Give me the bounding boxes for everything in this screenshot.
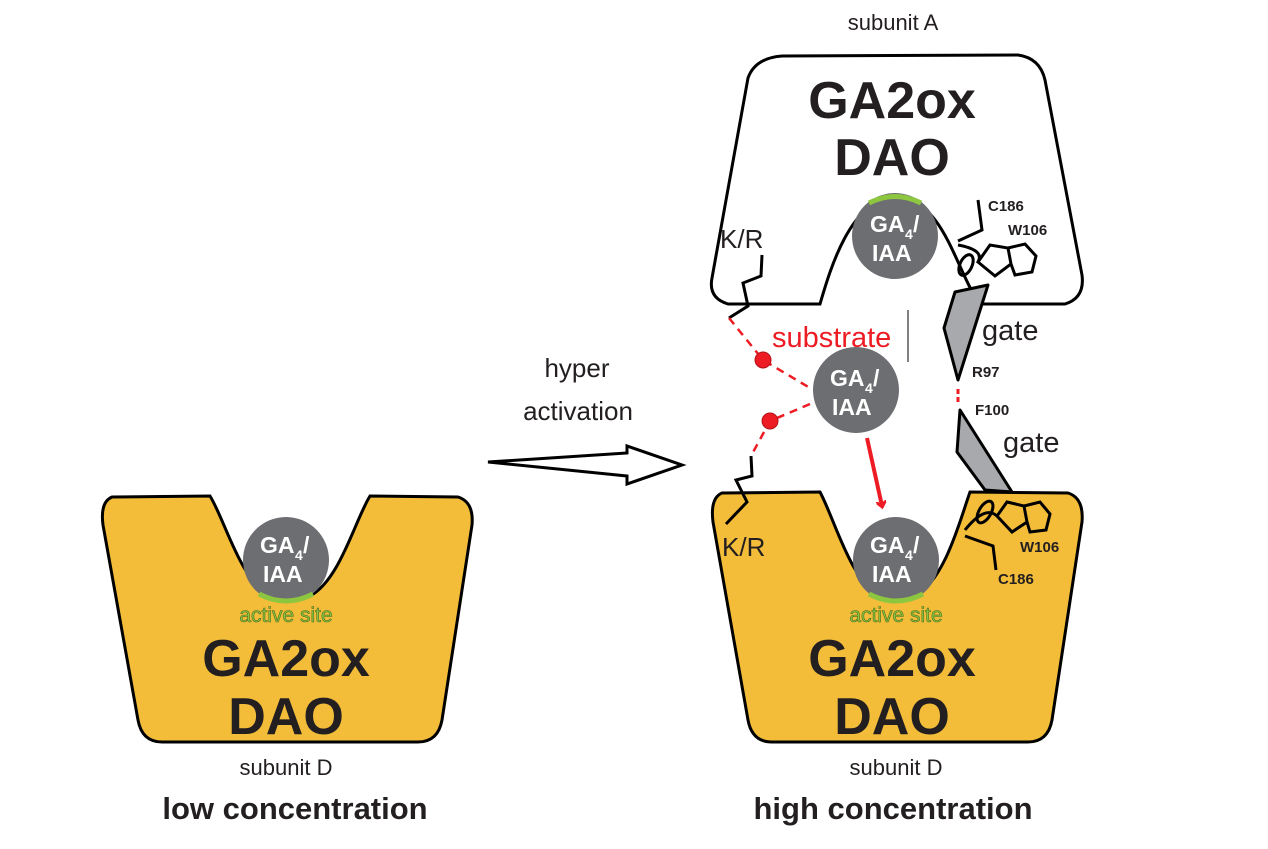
subunit-A-residue-c186: C186 bbox=[988, 198, 1024, 215]
subunit-D-ligand-subscript: 4 bbox=[905, 547, 913, 563]
subunit-D-ligand-iaa: IAA bbox=[872, 561, 912, 587]
subunit-A-name-dao: DAO bbox=[834, 129, 950, 187]
substrate-entry-arrow-icon bbox=[865, 437, 882, 506]
subunit-A-active-site-arc bbox=[867, 194, 923, 206]
left-ligand-subscript: 4 bbox=[295, 547, 303, 563]
subunit-A-trp-ring-icon bbox=[957, 242, 1038, 278]
subunit-A-gate-shape bbox=[942, 283, 990, 382]
left-ligand-slash: / bbox=[303, 532, 310, 558]
subunit-D-kr-sidechain bbox=[724, 455, 754, 526]
subunit-D-trp-ring-icon bbox=[963, 499, 1052, 534]
subunit-D-name-dao: DAO bbox=[834, 688, 950, 746]
left-ligand-circle bbox=[243, 517, 329, 603]
left-ligand-iaa: IAA bbox=[263, 561, 303, 587]
subunit-D-ligand-ga: GA bbox=[870, 532, 905, 558]
subunit-D-ligand-circle bbox=[853, 517, 939, 603]
transition-label-activation: activation bbox=[523, 396, 633, 426]
subunit-A-residue-kr: K/R bbox=[720, 224, 763, 254]
subunit-D-active-site-label: active site bbox=[849, 604, 942, 627]
free-substrate: substrate GA 4 / IAA bbox=[728, 310, 960, 506]
subunit-A-gate-label: gate bbox=[982, 315, 1038, 347]
right-condition-label: high concentration bbox=[754, 791, 1033, 826]
subunit-A-ligand-ga: GA bbox=[870, 211, 905, 237]
left-enzyme-name-dao: DAO bbox=[228, 688, 344, 746]
subunit-A-residue-r97: R97 bbox=[972, 364, 1000, 381]
transition-label-hyper: hyper bbox=[544, 353, 609, 383]
subunit-D-ligand-slash: / bbox=[913, 532, 920, 558]
left-subunit-label: subunit D bbox=[240, 755, 333, 780]
interaction-dash-bottom bbox=[749, 402, 811, 457]
left-active-site-label: active site bbox=[239, 604, 332, 627]
interaction-node-top bbox=[754, 351, 772, 369]
substrate-ligand-circle bbox=[813, 347, 899, 433]
subunit-D-active-site-arc bbox=[867, 591, 925, 604]
subunit-A-label: subunit A bbox=[848, 10, 939, 35]
subunit-A-ligand-circle bbox=[852, 193, 938, 279]
left-ligand-ga: GA bbox=[260, 532, 295, 558]
substrate-ligand-slash: / bbox=[873, 365, 880, 391]
subunit-A-ligand-iaa: IAA bbox=[872, 240, 912, 266]
subunit-A-residue-w106: W106 bbox=[1008, 222, 1047, 239]
subunit-A-ligand-slash: / bbox=[913, 211, 920, 237]
subunit-D-gate-shape bbox=[955, 408, 1014, 494]
subunit-D-residue-w106: W106 bbox=[1020, 539, 1059, 556]
subunit-D-gate-label: gate bbox=[1003, 427, 1059, 459]
subunit-A-ligand-subscript: 4 bbox=[905, 226, 913, 242]
right-subunit-D: K/R gate F100 W106 C186 GA 4 / IAA activ… bbox=[710, 402, 1084, 746]
hyper-activation-arrow-icon bbox=[487, 443, 687, 487]
substrate-label: substrate bbox=[772, 322, 891, 354]
subunit-A-cys-sidechain bbox=[957, 199, 984, 243]
subunit-D-residue-kr: K/R bbox=[722, 532, 765, 562]
left-enzyme-name-ga2ox: GA2ox bbox=[202, 630, 370, 688]
left-subunit-D: GA 4 / IAA active site GA2ox DAO bbox=[100, 494, 474, 746]
interaction-node-bottom bbox=[761, 412, 779, 430]
subunit-A-name-ga2ox: GA2ox bbox=[808, 72, 976, 130]
substrate-ligand-ga: GA bbox=[830, 365, 865, 391]
interaction-dash-top bbox=[728, 317, 811, 390]
subunit-D-residue-c186: C186 bbox=[998, 571, 1034, 588]
substrate-ligand-iaa: IAA bbox=[832, 394, 872, 420]
right-subunit-A: GA2ox DAO GA 4 / IAA K/R C186 W106 gate … bbox=[709, 53, 1084, 382]
substrate-ligand-subscript: 4 bbox=[865, 380, 873, 396]
right-subunit-D-label: subunit D bbox=[850, 755, 943, 780]
subunit-D-residue-f100: F100 bbox=[975, 402, 1009, 419]
subunit-D-name-ga2ox: GA2ox bbox=[808, 630, 976, 688]
left-active-site-arc bbox=[257, 591, 315, 604]
subunit-D-cys-sidechain bbox=[964, 534, 998, 571]
subunit-A-kr-sidechain bbox=[728, 254, 764, 320]
left-condition-label: low concentration bbox=[162, 791, 427, 826]
